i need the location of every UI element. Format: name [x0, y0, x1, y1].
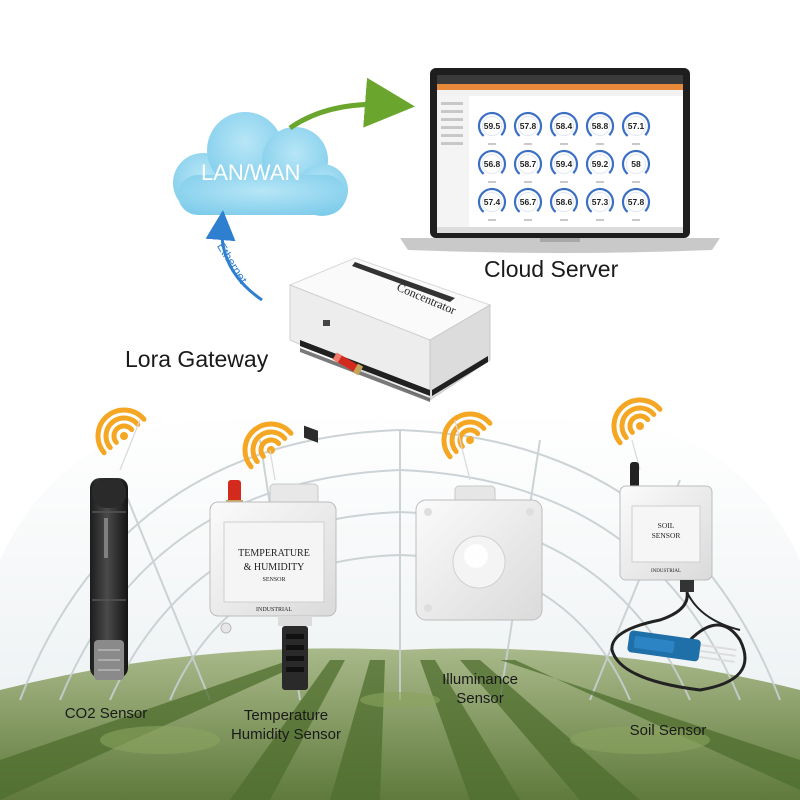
th-box-text-1: TEMPERATURE: [238, 548, 310, 559]
gauge: 57.1: [621, 111, 651, 145]
lora-gateway-label: Lora Gateway: [125, 346, 269, 372]
soil-box-text-1: SOIL: [658, 521, 675, 530]
gauge: 58.4: [549, 111, 579, 145]
soil-box-footer: INDUSTRIAL: [651, 569, 681, 574]
lora-gateway-device: Concentrator: [288, 257, 492, 443]
gauge-value: 57.3: [592, 197, 609, 207]
dashboard-gauges: 59.5 57.8 58.4 58.8 57.1 56.8 58.7 59.4 59.2 58 57…: [477, 111, 651, 221]
gauge-value: 57.8: [628, 197, 645, 207]
gauge: 59.5: [477, 111, 507, 145]
gauge: 58.7: [513, 149, 543, 183]
th-box-text-3: SENSOR: [262, 577, 285, 583]
soil-sensor-label: Soil Sensor: [629, 722, 707, 739]
gauge-value: 58.6: [556, 197, 573, 207]
gauge: 56.8: [477, 149, 507, 183]
illum-sensor-label-line1: Illuminance: [442, 671, 518, 688]
gauge: 57.8: [621, 187, 651, 221]
gauge-value: 57.4: [484, 197, 501, 207]
gauge-value: 56.8: [484, 159, 501, 169]
gauge-value: 58.8: [592, 121, 609, 131]
wifi-icon: [95, 407, 147, 456]
gauge-value: 58: [631, 159, 641, 169]
gauge-value: 59.5: [484, 121, 501, 131]
gauge: 58.8: [585, 111, 615, 145]
wifi-icon: [611, 397, 663, 446]
illuminance-sensor-device: [415, 485, 543, 621]
gauge-value: 57.8: [520, 121, 537, 131]
wifi-icon: [242, 421, 294, 470]
gauge: 58.6: [549, 187, 579, 221]
th-box-footer: INDUSTRIAL: [256, 607, 292, 613]
gauge: 56.7: [513, 187, 543, 221]
lan-wan-label: LAN/WAN: [201, 160, 301, 185]
soil-sensor-device: SOIL SENSOR INDUSTRIAL: [610, 462, 747, 692]
gauge: 57.4: [477, 187, 507, 221]
gauge-value: 59.4: [556, 159, 573, 169]
laptop-cloud-server: 59.5 57.8 58.4 58.8 57.1 56.8 58.7 59.4 59.2 58 57…: [400, 68, 720, 253]
gauge: 58: [621, 149, 651, 183]
cloud-to-server-arrow: [288, 77, 415, 131]
gauge-value: 56.7: [520, 197, 537, 207]
gauge: 57.3: [585, 187, 615, 221]
gauge: 59.4: [549, 149, 579, 183]
gauge-value: 58.4: [556, 121, 573, 131]
gateway-to-cloud-arrow: [205, 210, 263, 302]
gauge: 59.2: [585, 149, 615, 183]
illum-sensor-label-line2: Sensor: [456, 690, 504, 707]
temp-sensor-label-line1: Temperature: [243, 707, 329, 724]
gauge: 57.8: [513, 111, 543, 145]
gauge-value: 57.1: [628, 121, 645, 131]
temp-sensor-label-line2: Humidity Sensor: [230, 726, 342, 743]
greenhouse-background: [0, 410, 800, 800]
soil-box-text-2: SENSOR: [652, 531, 681, 540]
lan-wan-cloud: [173, 112, 348, 216]
gauge-value: 59.2: [592, 159, 609, 169]
cloud-server-label: Cloud Server: [484, 256, 619, 282]
gauge-value: 58.7: [520, 159, 537, 169]
co2-sensor-label: CO2 Sensor: [64, 705, 148, 722]
co2-sensor-device: [90, 478, 128, 680]
temperature-humidity-sensor-device: TEMPERATURE & HUMIDITY SENSOR INDUSTRIAL: [209, 480, 337, 690]
th-box-text-2: & HUMIDITY: [244, 562, 305, 573]
